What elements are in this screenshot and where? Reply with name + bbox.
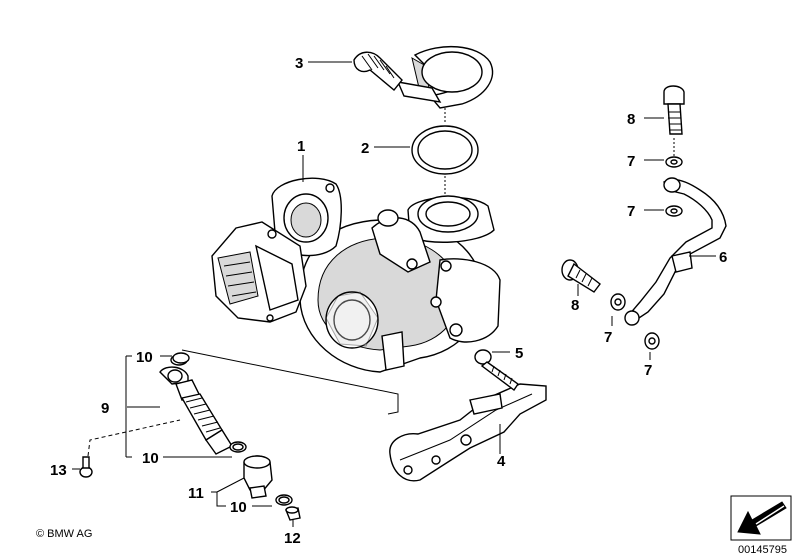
bolt-13[interactable] — [79, 456, 93, 478]
turbocharger[interactable] — [211, 177, 501, 373]
v-band-clamp[interactable] — [353, 45, 494, 109]
arrow-icon — [730, 495, 792, 541]
callout-7c: 7 — [604, 329, 612, 346]
callout-5: 5 — [515, 345, 523, 362]
callout-2: 2 — [361, 140, 369, 157]
clamp-screw — [353, 51, 403, 91]
callout-4: 4 — [497, 453, 506, 470]
callout-12: 12 — [284, 530, 301, 547]
callout-7a: 7 — [627, 153, 635, 170]
callout-1: 1 — [297, 138, 305, 155]
callout-6: 6 — [719, 249, 727, 266]
sealing-ring[interactable] — [411, 125, 479, 175]
cap-plug[interactable] — [285, 506, 301, 521]
callout-8b: 8 — [571, 297, 579, 314]
callout-8a: 8 — [627, 111, 635, 128]
o-ring-middle[interactable] — [229, 441, 247, 453]
copyright-text: © BMW AG — [36, 528, 92, 540]
callout-13: 13 — [50, 462, 67, 479]
oil-return-line[interactable] — [159, 354, 234, 455]
callout-10b: 10 — [142, 450, 159, 467]
callout-7b: 7 — [627, 203, 635, 220]
support-bracket[interactable] — [389, 383, 547, 482]
sealing-washer-2[interactable] — [665, 205, 683, 217]
sealing-washer-4[interactable] — [644, 332, 660, 350]
connection-sleeve[interactable] — [243, 455, 273, 499]
callout-7d: 7 — [644, 362, 652, 379]
o-ring-lower[interactable] — [275, 494, 293, 506]
bolt-5[interactable] — [474, 349, 519, 392]
banjo-bolt-top[interactable] — [663, 85, 685, 135]
sealing-washer-1[interactable] — [665, 156, 683, 168]
callout-11: 11 — [188, 485, 204, 502]
callout-10a: 10 — [136, 349, 153, 366]
oil-feed-line[interactable] — [624, 177, 727, 326]
diagram-number: 00145795 — [738, 544, 787, 556]
callout-10c: 10 — [230, 499, 247, 516]
o-ring-top[interactable] — [172, 352, 190, 364]
callout-9: 9 — [101, 400, 109, 417]
callout-3: 3 — [295, 55, 303, 72]
sealing-washer-3[interactable] — [610, 293, 626, 311]
banjo-bolt-lower[interactable] — [561, 259, 601, 293]
